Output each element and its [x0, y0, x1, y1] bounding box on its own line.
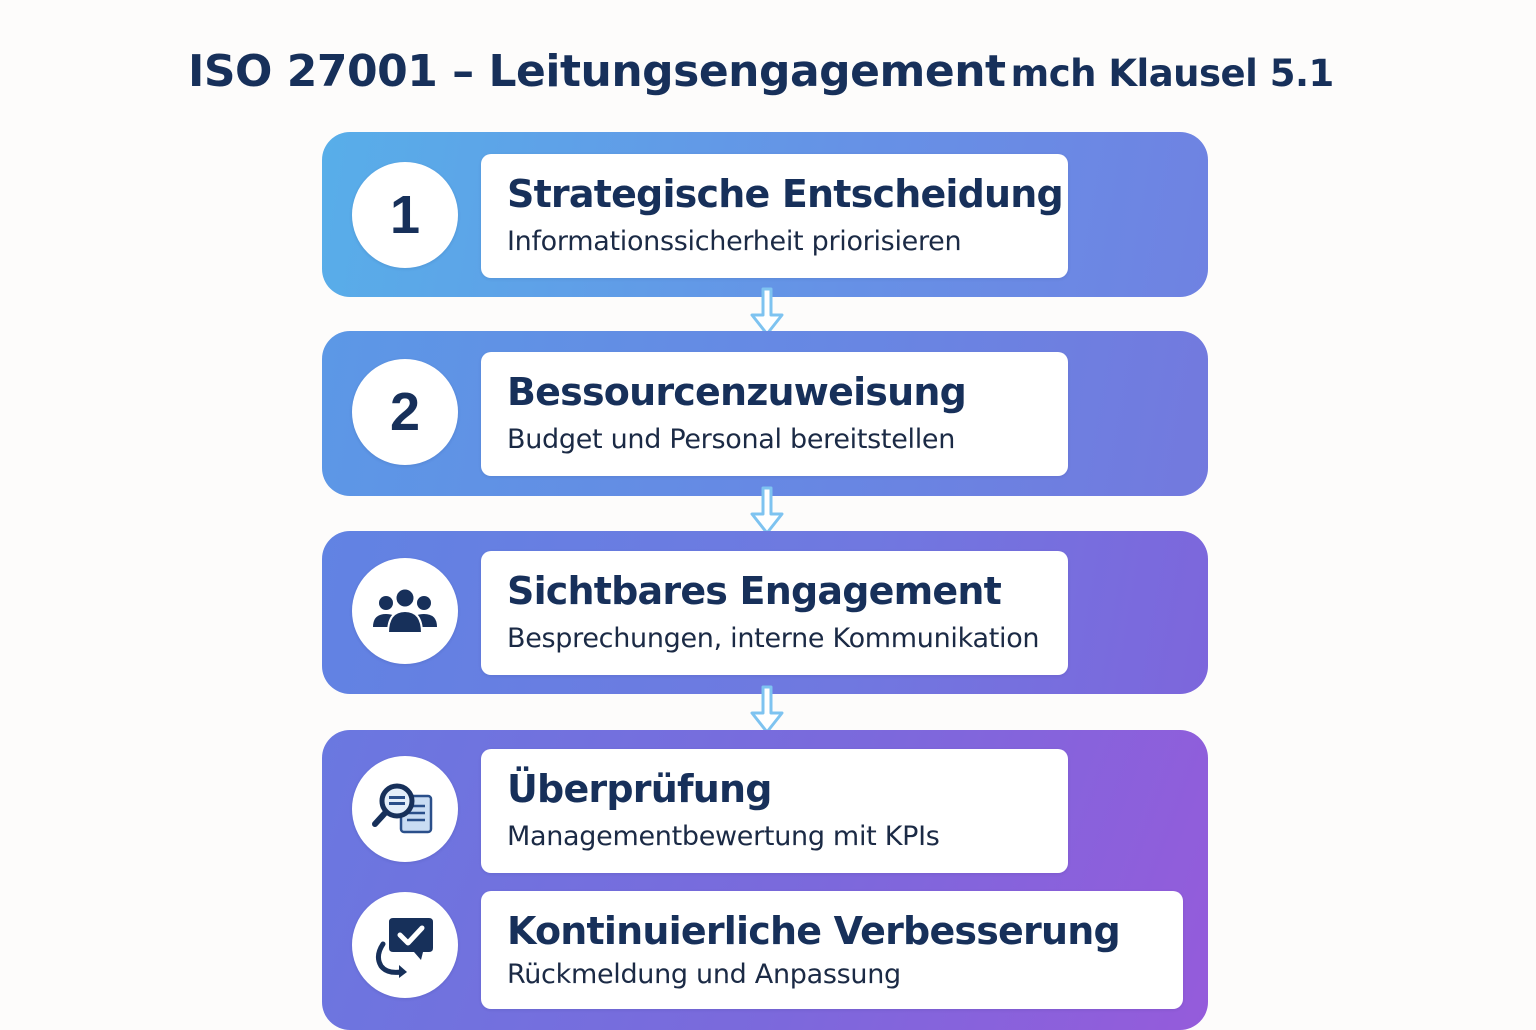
magnifier-document-icon	[372, 783, 433, 834]
step-icon-badge-4	[352, 756, 458, 862]
step-description-1: Informationssicherheit priorisieren	[507, 226, 962, 257]
step-number-badge-2: 2	[352, 359, 458, 465]
step-description-5: Rückmeldung und Anpassung	[507, 959, 901, 990]
title-suffix: mch Klausel 5.1	[1010, 52, 1335, 95]
step-number-1: 1	[389, 185, 421, 245]
down-arrow-icon	[750, 287, 784, 336]
title-main: ISO 27001 – Leitungsengagement	[188, 46, 1006, 97]
step-card-5: Kontinuierliche Verbesserung Rückmeldung…	[481, 891, 1183, 1009]
step-description-3: Besprechungen, interne Kommunikation	[507, 623, 1040, 654]
step-number-badge-1: 1	[352, 162, 458, 268]
down-arrow-icon	[750, 486, 784, 535]
step-heading-4: Überprüfung	[507, 767, 772, 811]
step-card-4: Überprüfung Managementbewertung mit KPIs	[481, 749, 1068, 873]
step-number-2: 2	[389, 382, 421, 442]
step-description-4: Managementbewertung mit KPIs	[507, 821, 940, 852]
step-heading-2: Bessourcenzuweisung	[507, 370, 967, 414]
people-group-icon	[373, 587, 437, 634]
step-card-1: Strategische Entscheidung Informationssi…	[481, 154, 1068, 278]
step-card-2: Bessourcenzuweisung Budget und Personal …	[481, 352, 1068, 476]
step-heading-5: Kontinuierliche Verbesserung	[507, 909, 1121, 953]
down-arrow-icon	[750, 685, 784, 734]
step-icon-badge-5	[352, 892, 458, 998]
step-card-3: Sichtbares Engagement Besprechungen, int…	[481, 551, 1068, 675]
diagram-title: ISO 27001 – Leitungsengagement mch Klaus…	[188, 46, 1334, 97]
step-icon-badge-3	[352, 558, 458, 664]
feedback-cycle-icon	[375, 918, 433, 978]
step-heading-3: Sichtbares Engagement	[507, 569, 1002, 613]
step-description-2: Budget und Personal bereitstellen	[507, 424, 956, 455]
step-heading-1: Strategische Entscheidung	[507, 172, 1064, 216]
